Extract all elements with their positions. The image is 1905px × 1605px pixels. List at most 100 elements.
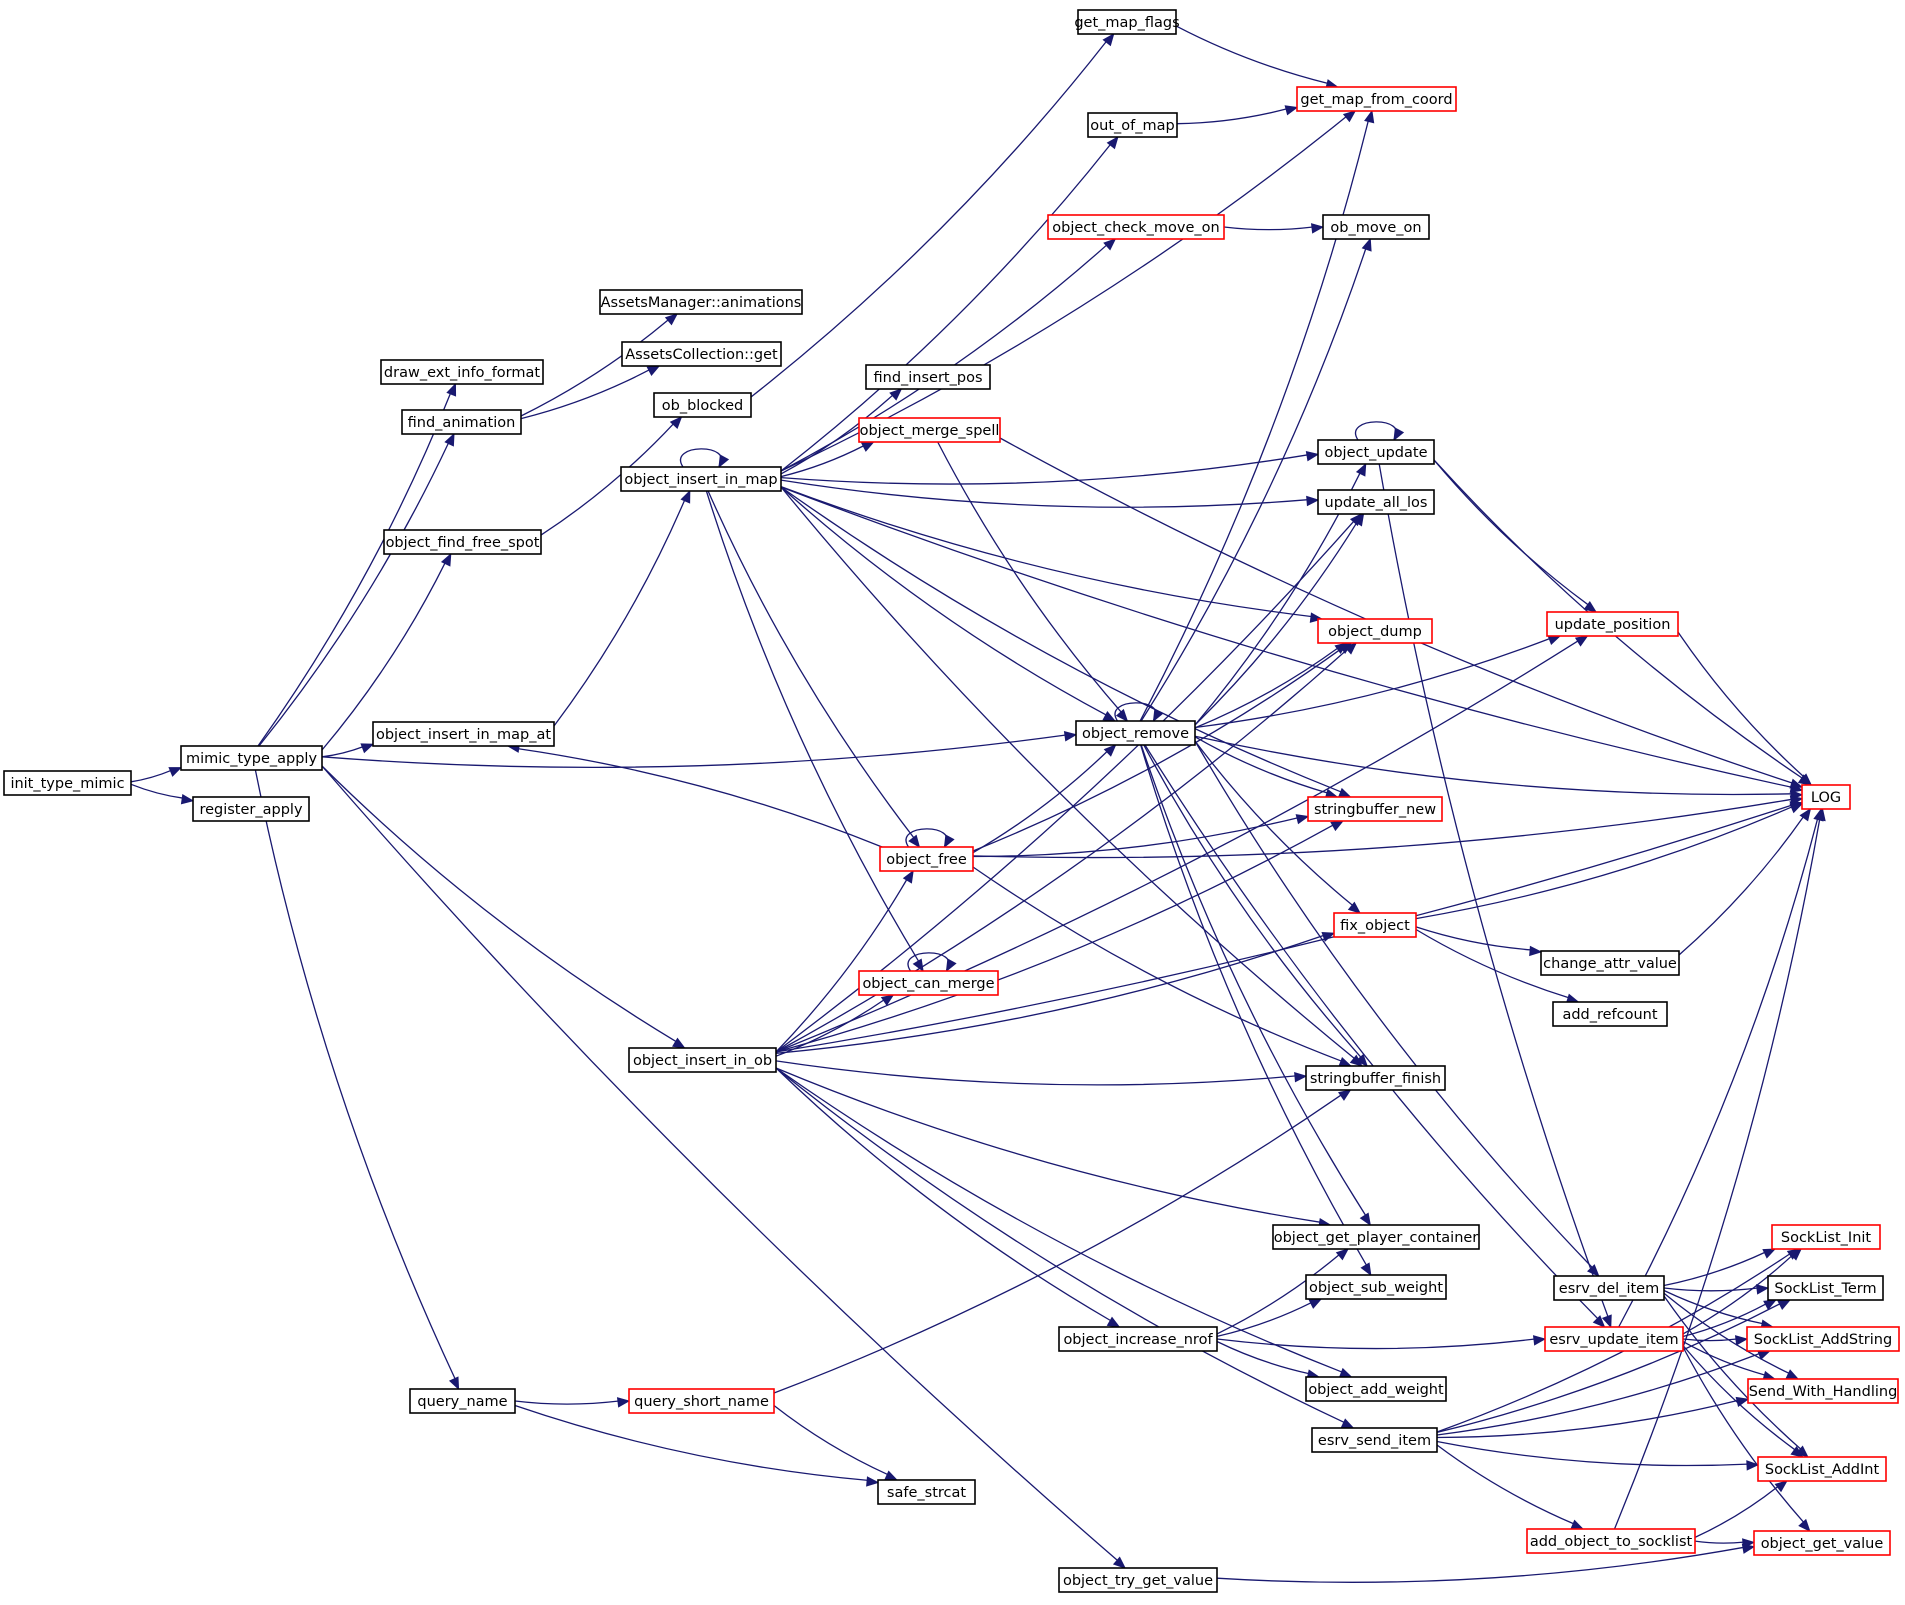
node-object-find-free-spot[interactable]: object_find_free_spot <box>383 529 542 555</box>
edge-esrv-del-item-to-socklist-init <box>1663 1248 1777 1287</box>
edge-object-remove-to-stringbuffer-finish <box>1143 744 1369 1067</box>
edge-line <box>1436 1444 1575 1525</box>
node-object-get-value[interactable]: object_get_value <box>1753 1530 1891 1556</box>
edge-esrv-del-item-to-socklist-addstring <box>1663 1289 1774 1330</box>
node-socklist-init[interactable]: SockList_Init <box>1771 1224 1881 1250</box>
edge-arrowhead <box>1532 1335 1547 1346</box>
node-out-of-map[interactable]: out_of_map <box>1087 112 1178 138</box>
node-register-apply[interactable]: register_apply <box>192 796 310 822</box>
edge-arrowhead <box>1790 1445 1804 1458</box>
node-object-insert-in-map[interactable]: object_insert_in_map <box>620 466 782 492</box>
node-init-type-mimic[interactable]: init_type_mimic <box>3 770 132 796</box>
node-draw-ext-info-format[interactable]: draw_ext_info_format <box>380 359 544 385</box>
node-label: register_apply <box>199 802 302 818</box>
edge-line <box>1436 1399 1739 1439</box>
edge-line <box>1194 647 1339 729</box>
node-object-sub-weight[interactable]: object_sub_weight <box>1305 1274 1447 1300</box>
node-box <box>1058 1567 1218 1593</box>
node-send-with-handling[interactable]: Send_With_Handling <box>1747 1378 1899 1404</box>
edge-query-name-to-query-short-name <box>514 1397 631 1408</box>
node-socklist-addint[interactable]: SockList_AddInt <box>1757 1456 1887 1482</box>
node-stringbuffer-new[interactable]: stringbuffer_new <box>1307 796 1443 822</box>
edge-line <box>705 490 920 963</box>
edge-arrowhead <box>1393 427 1405 442</box>
edge-line <box>780 486 1356 1060</box>
edge-object-free-to-object-free <box>905 828 955 849</box>
node-object-get-player-container[interactable]: object_get_player_container <box>1272 1224 1480 1250</box>
edge-line <box>1194 736 1329 794</box>
node-box <box>599 289 803 315</box>
node-object-dump[interactable]: object_dump <box>1317 618 1433 644</box>
node-change-attr-value[interactable]: change_attr_value <box>1540 950 1680 976</box>
node-label: add_object_to_socklist <box>1530 1534 1693 1550</box>
edge-mimic-type-apply-to-object-try-get-value <box>321 765 1127 1569</box>
node-object-increase-nrof[interactable]: object_increase_nrof <box>1058 1326 1218 1352</box>
edge-arrowhead <box>1294 1071 1308 1083</box>
node-fix-object[interactable]: fix_object <box>1333 912 1417 938</box>
node-object-merge-spell[interactable]: object_merge_spell <box>858 417 1001 443</box>
edge-add-object-to-socklist-to-object-get-value <box>1694 1538 1756 1549</box>
node-box <box>1075 720 1196 746</box>
node-object-insert-in-ob[interactable]: object_insert_in_ob <box>628 1047 777 1073</box>
node-object-can-merge[interactable]: object_can_merge <box>858 970 999 996</box>
node-assets-animations[interactable]: AssetsManager::animations <box>599 289 803 315</box>
edge-object-update-to-esrv-update-item <box>1378 463 1612 1329</box>
node-add-refcount[interactable]: add_refcount <box>1552 1001 1668 1027</box>
node-socklist-term[interactable]: SockList_Term <box>1767 1275 1884 1301</box>
edge-init-type-mimic-to-register-apply <box>130 783 195 805</box>
node-query-short-name[interactable]: query_short_name <box>628 1388 775 1414</box>
edge-arrowhead <box>1583 600 1598 613</box>
edge-arrowhead <box>1601 1314 1612 1329</box>
edge-layer <box>130 25 1826 1583</box>
node-find-animation[interactable]: find_animation <box>401 409 522 435</box>
node-update-all-los[interactable]: update_all_los <box>1317 489 1435 515</box>
node-label: LOG <box>1811 790 1841 806</box>
node-label: object_update <box>1324 445 1427 461</box>
edge-line <box>1194 740 1354 907</box>
node-esrv-send-item[interactable]: esrv_send_item <box>1311 1427 1438 1453</box>
node-object-free[interactable]: object_free <box>879 846 974 872</box>
node-update-position[interactable]: update_position <box>1546 611 1679 637</box>
node-object-add-weight[interactable]: object_add_weight <box>1305 1376 1447 1402</box>
node-object-check-move-on[interactable]: object_check_move_on <box>1047 214 1225 240</box>
node-object-try-get-value[interactable]: object_try_get_value <box>1058 1567 1218 1593</box>
node-box <box>1307 796 1443 822</box>
node-esrv-del-item[interactable]: esrv_del_item <box>1553 1275 1665 1301</box>
node-assets-get[interactable]: AssetsCollection::get <box>621 341 782 367</box>
edge-line <box>514 1404 869 1482</box>
edge-arrowhead <box>1786 1248 1801 1260</box>
node-box <box>628 1047 777 1073</box>
edge-line <box>1682 1254 1794 1335</box>
node-mimic-type-apply[interactable]: mimic_type_apply <box>180 745 323 771</box>
edge-line <box>1663 1287 1759 1292</box>
node-ob-blocked[interactable]: ob_blocked <box>653 392 752 418</box>
node-object-remove[interactable]: object_remove <box>1075 720 1196 746</box>
node-label: AssetsManager::animations <box>601 295 802 311</box>
edge-find-animation-to-assets-animations <box>520 313 679 417</box>
node-box <box>653 392 752 418</box>
node-stringbuffer-finish[interactable]: stringbuffer_finish <box>1305 1065 1446 1091</box>
edge-arrowhead <box>1115 708 1129 722</box>
node-get-map-flags[interactable]: get_map_flags <box>1074 9 1180 35</box>
node-add-object-to-socklist[interactable]: add_object_to_socklist <box>1526 1528 1696 1554</box>
node-esrv-update-item[interactable]: esrv_update_item <box>1544 1326 1684 1352</box>
edge-line <box>553 499 686 727</box>
node-label: out_of_map <box>1090 118 1174 134</box>
edge-object-insert-in-ob-to-object-get-player-container <box>775 1067 1332 1229</box>
edge-line <box>321 562 446 751</box>
edge-line <box>321 765 1119 1562</box>
edge-object-increase-nrof-to-object-get-player-container <box>1216 1248 1350 1335</box>
node-object-update[interactable]: object_update <box>1317 439 1435 465</box>
node-socklist-addstring[interactable]: SockList_AddString <box>1746 1326 1900 1352</box>
edge-mimic-type-apply-to-query-name <box>254 769 460 1391</box>
node-get-map-from-coord[interactable]: get_map_from_coord <box>1296 86 1457 112</box>
node-query-name[interactable]: query_name <box>409 1388 516 1414</box>
node-log[interactable]: LOG <box>1801 784 1851 810</box>
edge-line <box>775 999 885 1057</box>
edge-arrowhead <box>1795 1445 1809 1458</box>
edge-add-object-to-socklist-to-log <box>1613 807 1826 1530</box>
node-safe-strcat[interactable]: safe_strcat <box>877 1479 976 1505</box>
node-ob-move-on[interactable]: ob_move_on <box>1322 214 1430 240</box>
node-find-insert-pos[interactable]: find_insert_pos <box>865 364 991 390</box>
node-object-insert-in-map-at[interactable]: object_insert_in_map_at <box>372 721 555 747</box>
